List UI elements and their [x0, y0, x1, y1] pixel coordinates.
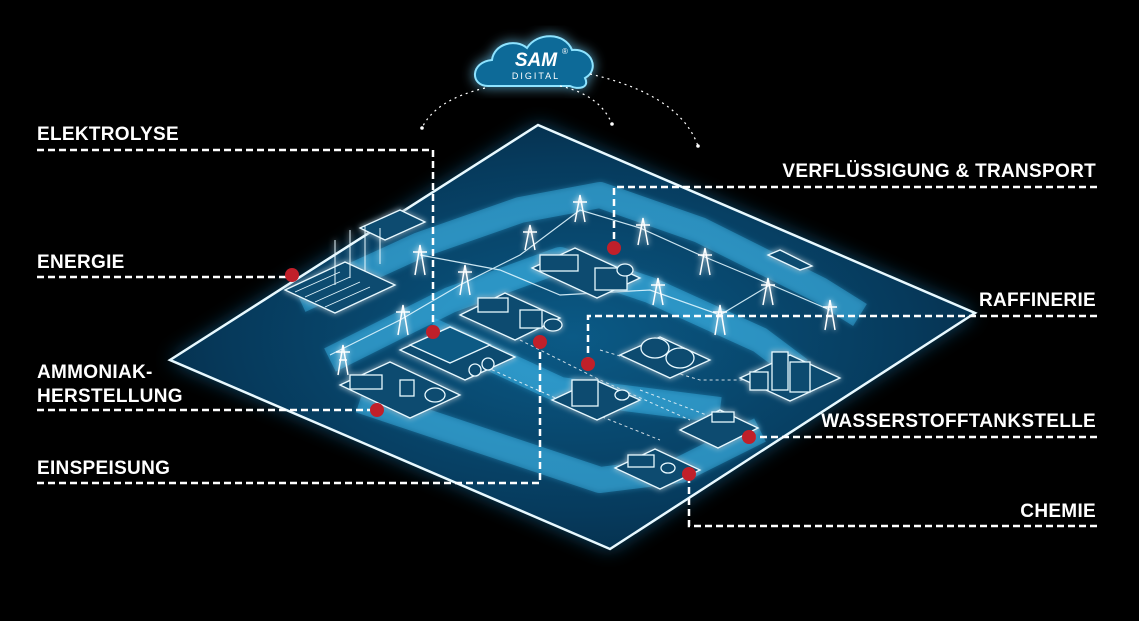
label-ammoniak-line2: HERSTELLUNG: [37, 386, 183, 407]
marker-einspeisung[interactable]: [533, 335, 547, 349]
liquefaction-plant: [530, 247, 642, 299]
label-verfluessigung: VERFLÜSSIGUNG & TRANSPORT: [782, 161, 1096, 182]
cloud-node-right: [696, 144, 700, 148]
chemical-plant: [613, 448, 702, 490]
label-raffinerie: RAFFINERIE: [979, 290, 1096, 311]
logo-registered: ®: [562, 47, 568, 56]
markers: [285, 241, 756, 481]
leader-chemie: [687, 474, 1097, 528]
cloud-logo: [474, 35, 594, 89]
hydrogen-plant: [550, 379, 642, 421]
cloud-node-left: [420, 126, 424, 130]
marker-raffinerie[interactable]: [581, 357, 595, 371]
label-wasserstofftankstelle: WASSERSTOFFTANKSTELLE: [821, 411, 1096, 432]
ammonia-plant: [338, 361, 462, 419]
leader-verfluessigung: [612, 185, 1097, 247]
label-energie: ENERGIE: [37, 252, 125, 273]
logo-subtext: DIGITAL: [512, 71, 560, 81]
label-chemie: CHEMIE: [1020, 501, 1096, 522]
leader-einspeisung: [37, 343, 542, 485]
label-ammoniak: AMMONIAK- HERSTELLUNG: [37, 362, 183, 408]
ship: [766, 249, 814, 271]
marker-energie[interactable]: [285, 268, 299, 282]
pylons: [336, 194, 837, 376]
marker-ammoniak[interactable]: [370, 403, 384, 417]
refinery-complex: [738, 351, 842, 402]
leader-elektrolyse: [37, 148, 435, 332]
facilities: [283, 209, 842, 490]
fuel-station: [678, 409, 760, 449]
energy-park: [283, 209, 427, 314]
marker-elektrolyse[interactable]: [426, 325, 440, 339]
cloud-connections: [421, 73, 699, 147]
callout-lines: [37, 148, 1097, 528]
storage-tanks: [618, 336, 712, 379]
marker-chemie[interactable]: [682, 467, 696, 481]
leader-raffinerie: [586, 314, 1097, 362]
logo-text: SAM: [515, 50, 558, 71]
cloud-node-mid: [610, 122, 614, 126]
upper-plant: [458, 292, 563, 341]
marker-verfluessigung[interactable]: [607, 241, 621, 255]
label-elektrolyse: ELEKTROLYSE: [37, 124, 179, 145]
label-einspeisung: EINSPEISUNG: [37, 458, 171, 479]
label-ammoniak-line1: AMMONIAK-: [37, 362, 153, 383]
marker-wasserstoff[interactable]: [742, 430, 756, 444]
